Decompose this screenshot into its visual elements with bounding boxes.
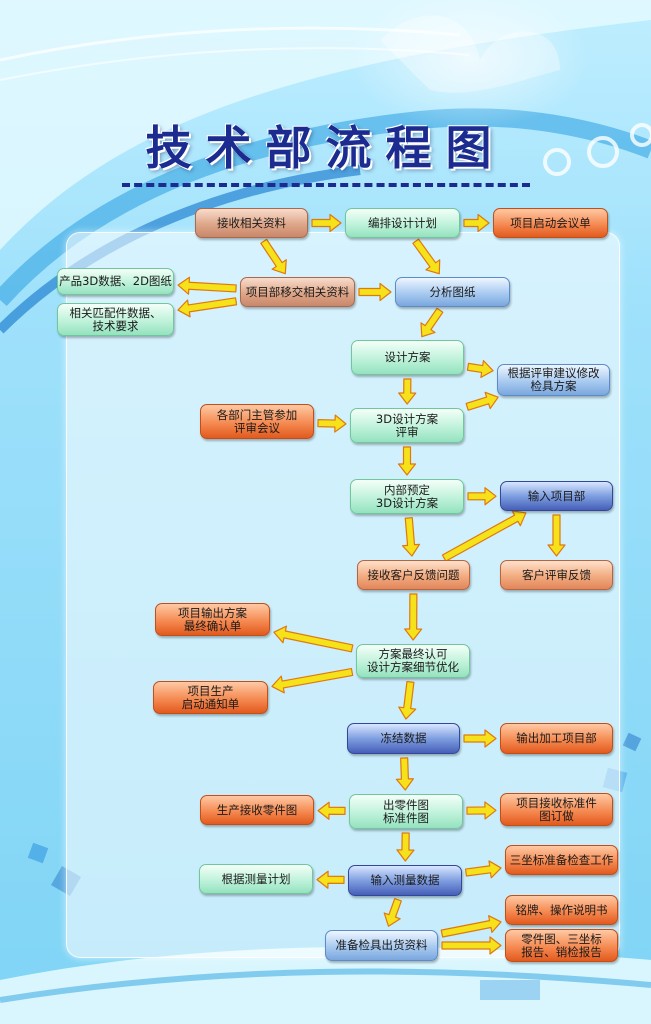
flow-node-n8: 设计方案 — [351, 340, 464, 375]
flow-node-n7: 相关匹配件数据、 技术要求 — [57, 303, 174, 336]
flow-node-n15: 客户评审反馈 — [500, 560, 613, 590]
flow-node-n9: 根据评审建议修改 检具方案 — [497, 364, 610, 396]
flow-node-n11: 3D设计方案 评审 — [350, 408, 464, 443]
flow-node-n23: 项目接收标准件 图订做 — [500, 793, 613, 826]
flow-node-n26: 输入测量数据 — [348, 865, 462, 896]
flow-node-n24: 三坐标准备检查工作 — [505, 845, 618, 875]
flow-node-n20: 输出加工项目部 — [500, 723, 613, 754]
flow-node-n25: 根据测量计划 — [199, 864, 313, 894]
flow-node-n1: 接收相关资料 — [195, 208, 308, 238]
flow-node-n12: 内部预定 3D设计方案 — [350, 479, 464, 514]
flow-node-n16: 项目输出方案 最终确认单 — [155, 603, 270, 636]
flow-node-n21: 生产接收零件图 — [200, 795, 314, 825]
diagram-panel — [66, 232, 620, 958]
flow-node-n5: 分析图纸 — [395, 277, 510, 307]
flow-node-n18: 项目生产 启动通知单 — [153, 681, 268, 714]
flow-node-n4: 项目部移交相关资料 — [240, 277, 355, 307]
flow-node-n14: 接收客户反馈问题 — [357, 560, 470, 590]
flow-node-n22: 出零件图 标准件图 — [349, 794, 463, 829]
flow-node-n28: 准备检具出货资料 — [325, 930, 438, 961]
flow-node-n3: 项目启动会议单 — [493, 208, 608, 238]
page-title: 技术部流程图 — [145, 121, 506, 175]
flow-node-n29: 零件图、三坐标 报告、销检报告 — [505, 929, 618, 962]
flow-node-n17: 方案最终认可 设计方案细节优化 — [356, 644, 470, 678]
flow-node-n10: 各部门主管参加 评审会议 — [200, 404, 314, 439]
flow-node-n27: 铭牌、操作说明书 — [505, 895, 618, 925]
flow-node-n2: 编排设计计划 — [345, 208, 460, 238]
flow-node-n19: 冻结数据 — [347, 723, 460, 754]
flow-node-n6: 产品3D数据、2D图纸 — [57, 268, 174, 295]
flow-node-n13: 输入项目部 — [500, 481, 613, 511]
title-underline — [122, 183, 530, 187]
